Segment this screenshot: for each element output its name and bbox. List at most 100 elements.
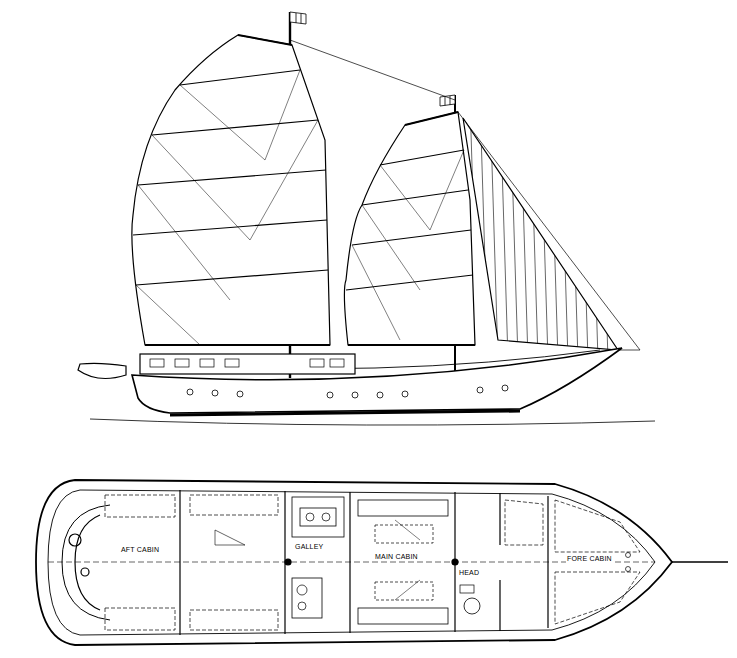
deck-plan: [555, 500, 640, 552]
main-sail: [138, 185, 230, 300]
jib-sail: [520, 100, 528, 360]
deck-plan: [626, 553, 631, 558]
hull-profile: [200, 359, 214, 367]
fore-sail: [362, 190, 468, 205]
jib-sail: [463, 100, 618, 360]
hull-profile: [330, 359, 344, 367]
flag: [301, 14, 302, 24]
deck-plan: [395, 580, 420, 600]
hull-profile: [502, 385, 508, 391]
deck-plan: [215, 530, 245, 545]
deck-plan: [672, 561, 728, 562]
room-label: FORE CABIN: [566, 555, 613, 563]
main-sail: [152, 120, 318, 135]
deck-plan: [81, 568, 89, 576]
jib-sail: [570, 100, 578, 360]
flag: [290, 12, 455, 106]
flag: [445, 97, 446, 106]
hull-profile: [170, 411, 520, 415]
stay: [290, 40, 455, 100]
jib-sail: [560, 100, 568, 360]
fore-sail: [344, 112, 475, 345]
deck-plan: [179, 490, 180, 635]
deck-plan: [69, 534, 81, 546]
flag: [296, 13, 297, 23]
deck-plan: [105, 495, 175, 517]
main-sail: [133, 220, 327, 235]
flag: [440, 95, 455, 106]
deck-plan: [547, 496, 548, 628]
stay: [458, 112, 640, 350]
fore-sail: [380, 165, 430, 230]
hull-profile: [78, 363, 126, 378]
deck-plan: [75, 515, 100, 610]
room-label: MAIN CABIN: [374, 553, 419, 561]
main-sail: [132, 35, 330, 345]
hull-profile: [175, 359, 189, 367]
stay: [290, 40, 640, 350]
deck-plan: [322, 513, 330, 521]
deck-plan: [298, 602, 306, 610]
main-sail: [265, 70, 300, 160]
deck-plan: [375, 525, 433, 543]
deck-plan: [499, 493, 500, 545]
deck-plan: [499, 580, 500, 631]
hull-profile: [352, 392, 358, 398]
jib-sail: [470, 100, 478, 360]
deck-plan: [358, 608, 448, 624]
fore-sail: [348, 344, 475, 346]
jib-sail: [590, 100, 598, 360]
deck-plan: [105, 608, 175, 630]
hull-profile: [90, 419, 655, 425]
main-sail: [238, 35, 292, 45]
room-label: AFT CABIN: [120, 546, 160, 554]
stay: [620, 350, 640, 351]
deck-plan: [292, 497, 344, 537]
deck-plan: [292, 578, 322, 618]
jib-sail: [510, 100, 518, 360]
deck-plan: [358, 500, 448, 516]
hull-profile: [237, 391, 243, 397]
jib-sail: [480, 100, 488, 360]
jib-sail: [470, 100, 608, 360]
hull-profile: [327, 392, 333, 398]
hull-profile: [187, 389, 193, 395]
room-label: GALLEY: [294, 543, 324, 551]
jib-sail: [540, 100, 548, 360]
jib-sail: [530, 100, 538, 360]
boat-drawing: [36, 12, 728, 645]
deck-plan: [452, 559, 458, 565]
jib-sail: [600, 100, 608, 360]
deck-plan: [375, 582, 433, 600]
jib-sail: [490, 100, 498, 360]
fore-sail: [380, 150, 464, 165]
deck-plan: [306, 513, 314, 521]
hull-profile: [78, 348, 655, 425]
hull-profile: [187, 385, 508, 398]
deck-plan: [555, 572, 640, 624]
main-sail: [180, 85, 265, 160]
deck-plan: [48, 490, 655, 635]
main-sail: [180, 70, 300, 85]
main-sail: [136, 285, 200, 345]
fore-sail: [362, 205, 420, 290]
fore-sail: [352, 245, 400, 340]
flag: [450, 96, 451, 105]
deck-plan: [460, 585, 474, 593]
fore-sail: [344, 112, 475, 345]
hull-profile: [402, 391, 408, 397]
deck-plan: [285, 559, 291, 565]
hull-profile: [310, 359, 324, 367]
main-sail: [136, 270, 328, 285]
jib-sail: [550, 100, 558, 360]
room-label: HEAD: [458, 569, 480, 577]
deck-plan: [626, 567, 631, 572]
hull-profile: [212, 390, 218, 396]
main-sail: [132, 35, 330, 345]
jib-sail: [500, 100, 508, 360]
hull-profile: [140, 354, 355, 374]
main-sail: [145, 344, 330, 346]
fore-sail: [352, 150, 464, 340]
